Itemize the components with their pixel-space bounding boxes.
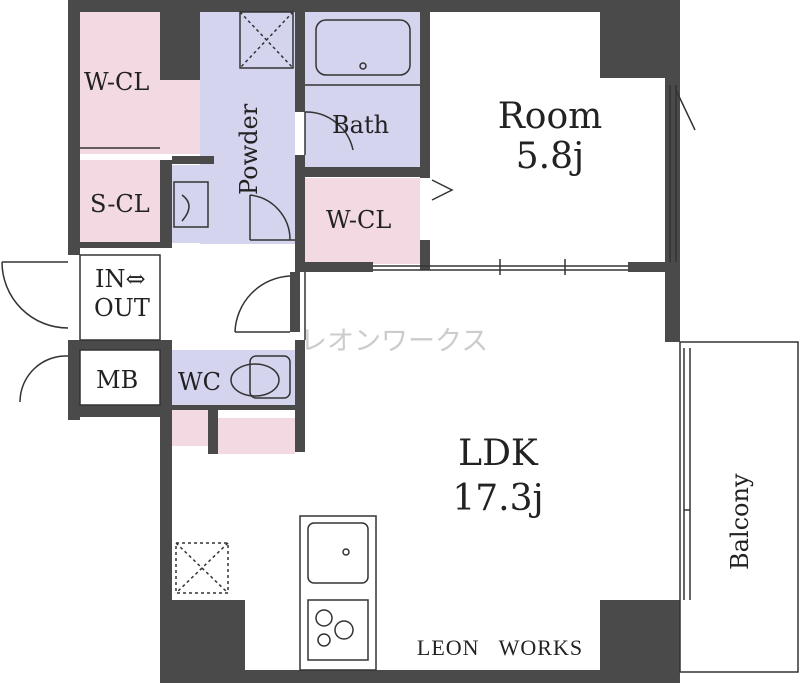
closet-small-fill-1 <box>172 410 208 446</box>
toilet-bowl <box>230 363 280 397</box>
labels: W-CL Powder Bath Room 5.8j W-CL S-CL IN⇔… <box>84 68 754 660</box>
kitchen-stove <box>307 599 369 661</box>
label-ldk-name: LDK <box>458 433 539 474</box>
label-ldk-size: 17.3j <box>452 478 543 519</box>
closet-small-fill-2 <box>218 418 295 454</box>
balcony-outline <box>679 341 799 673</box>
toilet-tank <box>249 355 291 399</box>
brand-text: LEON WORKS <box>417 635 583 660</box>
kitchen-sink <box>307 522 369 584</box>
label-entrance-bottom: OUT <box>94 294 150 322</box>
label-entrance-top: IN⇔ <box>95 265 146 293</box>
watermark: レオンワークス <box>300 326 488 357</box>
label-wcl-top: W-CL <box>84 68 149 96</box>
label-powder: Powder <box>235 103 263 195</box>
ceiling-hatch-top <box>239 11 294 69</box>
label-wc: WC <box>178 368 221 396</box>
scl-fill <box>80 160 162 244</box>
wcl-room-fill <box>305 178 420 264</box>
label-mb: MB <box>96 366 138 394</box>
label-wcl-room: W-CL <box>326 206 391 234</box>
label-room-name: Room <box>498 96 603 137</box>
ceiling-hatch-ldk <box>175 542 229 594</box>
label-room-size: 5.8j <box>516 136 584 177</box>
label-bath: Bath <box>332 111 389 139</box>
label-scl: S-CL <box>90 190 150 218</box>
powder-fill <box>200 12 295 244</box>
powder-sink-fill <box>172 165 214 243</box>
bathtub <box>315 19 411 76</box>
bath-fill <box>305 12 420 167</box>
kitchen-counter <box>299 515 377 671</box>
walls <box>68 0 680 683</box>
powder-sink <box>173 181 209 228</box>
label-balcony: Balcony <box>726 473 754 570</box>
room-fills <box>80 12 420 454</box>
fixtures <box>1 11 799 673</box>
